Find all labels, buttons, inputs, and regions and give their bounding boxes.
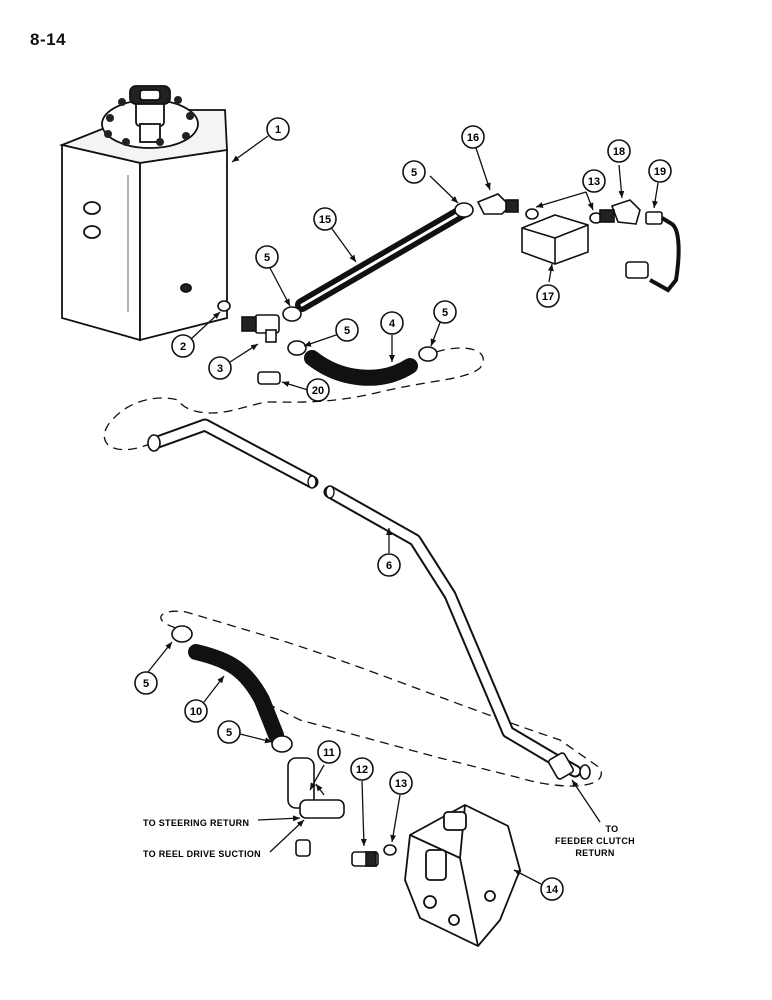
svg-text:19: 19 bbox=[654, 166, 666, 178]
label-to-steering-return: TO STEERING RETURN bbox=[143, 818, 249, 828]
callout-5-upper-left: 5 bbox=[255, 245, 279, 269]
svg-text:11: 11 bbox=[323, 747, 335, 759]
callout-10: 10 bbox=[184, 699, 208, 723]
page-number: 8-14 bbox=[30, 30, 67, 49]
control-valve bbox=[404, 803, 521, 948]
callout-12: 12 bbox=[350, 757, 374, 781]
tank-side-fittings bbox=[83, 201, 192, 293]
svg-text:4: 4 bbox=[389, 318, 396, 330]
callout-16: 16 bbox=[461, 125, 485, 149]
callout-4: 4 bbox=[380, 311, 404, 335]
label-to-reel-drive-suction: TO REEL DRIVE SUCTION bbox=[143, 849, 261, 859]
callout-14: 14 bbox=[540, 877, 564, 901]
svg-text:17: 17 bbox=[542, 291, 554, 303]
callout-5-top: 5 bbox=[402, 160, 426, 184]
svg-text:16: 16 bbox=[467, 132, 479, 144]
svg-text:14: 14 bbox=[546, 884, 559, 896]
svg-text:15: 15 bbox=[319, 214, 331, 226]
svg-text:5: 5 bbox=[344, 325, 350, 337]
leader-lines bbox=[147, 135, 659, 885]
label-feeder-line-3: RETURN bbox=[575, 848, 614, 858]
hose-routing-outlines bbox=[103, 347, 602, 787]
svg-text:20: 20 bbox=[312, 385, 324, 397]
svg-text:18: 18 bbox=[613, 146, 625, 158]
svg-text:5: 5 bbox=[143, 678, 149, 690]
hoses bbox=[188, 205, 469, 743]
label-feeder-line-2: FEEDER CLUTCH bbox=[555, 836, 635, 846]
label-feeder-line-1: TO bbox=[606, 824, 619, 834]
callout-5-mid: 5 bbox=[335, 318, 359, 342]
callout-13-upper: 13 bbox=[582, 169, 606, 193]
callout-2: 2 bbox=[171, 334, 195, 358]
callout-5-lower-left: 5 bbox=[134, 671, 158, 695]
svg-text:3: 3 bbox=[217, 363, 223, 375]
suction-tube bbox=[147, 418, 591, 780]
callout-3: 3 bbox=[208, 356, 232, 380]
svg-text:12: 12 bbox=[356, 764, 368, 776]
svg-text:13: 13 bbox=[395, 778, 407, 790]
callout-5-right: 5 bbox=[433, 300, 457, 324]
reservoir-tank bbox=[58, 85, 228, 342]
svg-text:13: 13 bbox=[588, 176, 600, 188]
destination-labels: TO STEERING RETURN TO REEL DRIVE SUCTION… bbox=[143, 818, 635, 859]
fittings bbox=[171, 193, 681, 867]
callout-17: 17 bbox=[536, 284, 560, 308]
callout-13-lower: 13 bbox=[389, 771, 413, 795]
callouts: 1 2 3 4 5 5 5 5 20 6 15 16 13 17 18 19 5… bbox=[134, 117, 672, 901]
svg-text:10: 10 bbox=[190, 706, 202, 718]
callout-11: 11 bbox=[317, 740, 341, 764]
svg-text:5: 5 bbox=[264, 252, 270, 264]
callout-20: 20 bbox=[306, 378, 330, 402]
svg-text:2: 2 bbox=[180, 341, 186, 353]
svg-text:6: 6 bbox=[386, 560, 392, 572]
svg-text:5: 5 bbox=[442, 307, 448, 319]
callout-1: 1 bbox=[266, 117, 290, 141]
callout-5-lower: 5 bbox=[217, 720, 241, 744]
filler-cap bbox=[129, 85, 171, 143]
tank-cover-bolts bbox=[104, 96, 194, 146]
callout-18: 18 bbox=[607, 139, 631, 163]
callout-15: 15 bbox=[313, 207, 337, 231]
svg-text:5: 5 bbox=[226, 727, 232, 739]
callout-6: 6 bbox=[377, 553, 401, 577]
callout-19: 19 bbox=[648, 159, 672, 183]
svg-text:1: 1 bbox=[275, 124, 281, 136]
svg-text:5: 5 bbox=[411, 167, 417, 179]
